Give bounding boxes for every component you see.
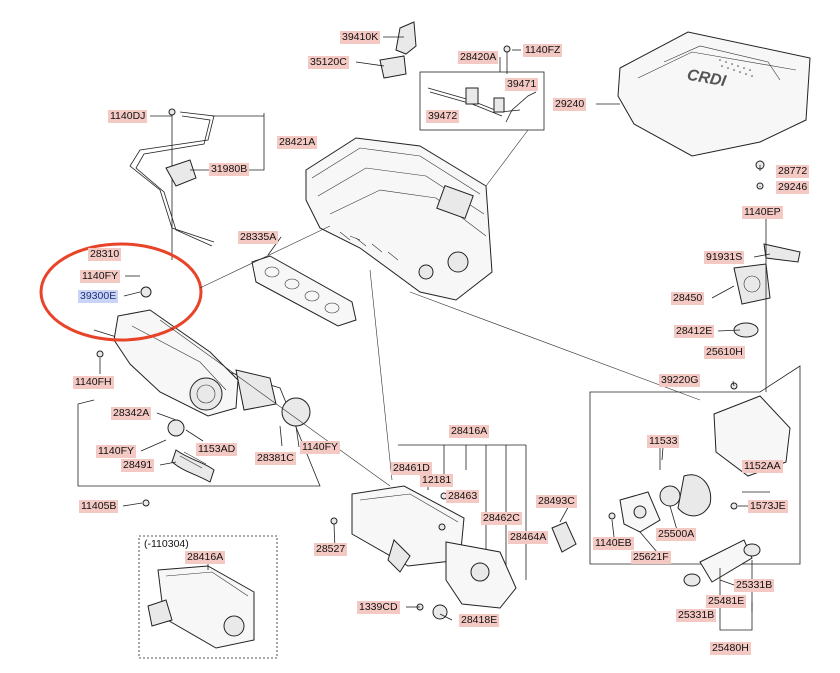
part-label-12181[interactable]: 12181 (420, 474, 454, 487)
part-label-25331b-b[interactable]: 25331B (676, 609, 717, 622)
part-label-28772[interactable]: 28772 (776, 165, 810, 178)
part-label-28463[interactable]: 28463 (446, 490, 480, 503)
part-label-29246[interactable]: 29246 (776, 181, 810, 194)
cylinder-head-drawing (305, 137, 493, 301)
inset-date-note: (-110304) (142, 538, 191, 550)
part-label-28420a[interactable]: 28420A (458, 51, 499, 64)
part-label-39220g[interactable]: 39220G (659, 374, 701, 387)
exhaust-manifold-drawing (77, 286, 321, 507)
part-label-39472[interactable]: 39472 (426, 110, 460, 123)
part-label-1339cd[interactable]: 1339CD (357, 601, 400, 614)
svg-text:CRDI: CRDI (686, 67, 728, 91)
part-label-39471[interactable]: 39471 (505, 78, 539, 91)
part-label-28412e[interactable]: 28412E (674, 325, 715, 338)
egr-cooler-drawing (330, 444, 577, 620)
part-label-31980b[interactable]: 31980B (209, 163, 250, 176)
egr-sensor-group-drawing (379, 21, 545, 131)
part-label-35120c[interactable]: 35120C (308, 56, 349, 69)
part-label-28416a-a[interactable]: 28416A (449, 425, 490, 438)
part-label-29240[interactable]: 29240 (553, 98, 587, 111)
part-label-25480h[interactable]: 25480H (710, 642, 751, 655)
part-label-28421a[interactable]: 28421A (277, 136, 318, 149)
part-label-11405b[interactable]: 11405B (79, 500, 119, 513)
connection-lines (159, 129, 701, 487)
part-label-25500a[interactable]: 25500A (656, 528, 697, 541)
part-label-28381c[interactable]: 28381C (255, 452, 296, 465)
part-label-11533[interactable]: 11533 (647, 435, 680, 448)
part-label-1573je[interactable]: 1573JE (748, 500, 788, 513)
part-label-28418e[interactable]: 28418E (459, 614, 500, 627)
leader-lines (99, 36, 771, 621)
part-label-25481e[interactable]: 25481E (706, 595, 747, 608)
part-label-28464a[interactable]: 28464A (508, 531, 549, 544)
part-label-1140fy-c[interactable]: 1140FY (300, 441, 340, 454)
part-label-28527[interactable]: 28527 (314, 543, 348, 556)
part-label-1140ep[interactable]: 1140EP (742, 206, 783, 219)
part-label-1140fz[interactable]: 1140FZ (523, 44, 563, 57)
part-label-1140fy-a[interactable]: 1140FY (80, 270, 120, 283)
part-label-28342a[interactable]: 28342A (111, 407, 152, 420)
part-label-1153ad[interactable]: 1153AD (196, 443, 238, 456)
engine-cover-drawing: CRDI (617, 31, 811, 190)
thermostat-housing-drawing (589, 238, 801, 565)
part-label-25331b-a[interactable]: 25331B (734, 579, 775, 592)
part-label-1140fh[interactable]: 1140FH (73, 376, 114, 389)
part-label-28416a-b[interactable]: 28416A (185, 551, 226, 564)
part-label-28310[interactable]: 28310 (88, 248, 122, 261)
part-label-1140dj[interactable]: 1140DJ (108, 110, 148, 123)
part-label-28450[interactable]: 28450 (671, 292, 705, 305)
vacuum-tube-drawing (129, 108, 215, 260)
highlight-callout (39, 242, 203, 342)
part-label-25621f[interactable]: 25621F (631, 551, 671, 564)
part-label-39300e[interactable]: 39300E (78, 290, 119, 303)
part-label-1152aa[interactable]: 1152AA (742, 460, 783, 473)
manifold-gasket-drawing (251, 255, 357, 327)
coolant-hose-drawing (683, 539, 761, 631)
part-label-1140fy-b[interactable]: 1140FY (96, 445, 136, 458)
part-label-28493c[interactable]: 28493C (536, 495, 577, 508)
part-label-91931s[interactable]: 91931S (704, 251, 745, 264)
part-label-28335a[interactable]: 28335A (238, 231, 279, 244)
part-label-28491[interactable]: 28491 (121, 459, 155, 472)
part-label-28462c[interactable]: 28462C (481, 512, 522, 525)
part-label-1140eb[interactable]: 1140EB (593, 537, 634, 550)
part-label-39410k[interactable]: 39410K (340, 31, 381, 44)
part-label-28461d[interactable]: 28461D (391, 462, 432, 475)
part-label-25610h[interactable]: 25610H (704, 346, 745, 359)
inset-drawing (138, 535, 278, 659)
